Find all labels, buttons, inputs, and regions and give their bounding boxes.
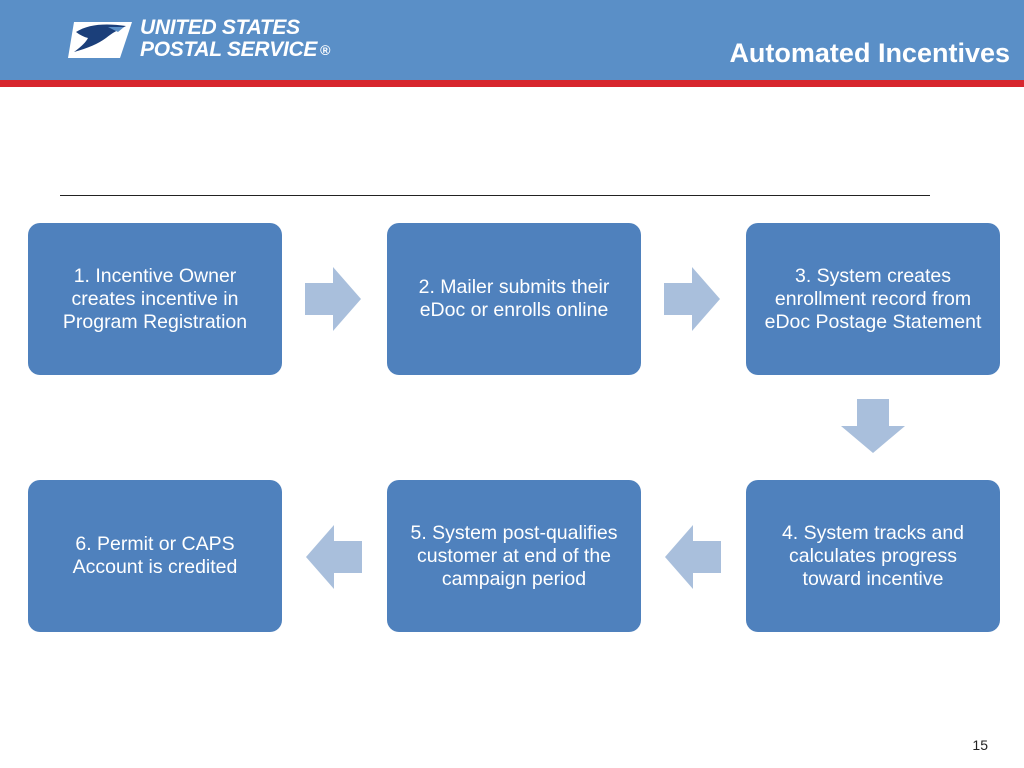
usps-logo: UNITED STATES POSTAL SERVICE® [68,16,330,64]
arrow-right-icon-2 [664,267,720,331]
arrow-left-icon-2 [306,525,362,589]
logo-line-2-text: POSTAL SERVICE [140,38,318,61]
step-box-5: 5. System post-qualifies customer at end… [387,480,641,632]
logo-wordmark: UNITED STATES POSTAL SERVICE® [140,17,330,61]
logo-line-1: UNITED STATES [140,16,300,39]
header-bar [0,0,1024,80]
slide-title: Automated Incentives [729,38,1010,68]
step-box-2: 2. Mailer submits their eDoc or enrolls … [387,223,641,375]
step-box-3: 3. System creates enrollment record from… [746,223,1000,375]
step-4-label: 4. System tracks and calculates progress… [781,521,965,590]
logo-line-2: POSTAL SERVICE® [140,39,330,61]
step-5-label: 5. System post-qualifies customer at end… [410,521,618,590]
step-1-label: 1. Incentive Owner creates incentive in … [62,264,248,333]
arrow-down-icon [841,399,905,453]
step-box-4: 4. System tracks and calculates progress… [746,480,1000,632]
arrow-left-icon-1 [665,525,721,589]
page-number: 15 [972,737,988,753]
step-3-label: 3. System creates enrollment record from… [764,264,982,333]
title-divider-line [60,195,930,196]
arrow-right-icon-1 [305,267,361,331]
registered-mark: ® [320,42,331,58]
step-box-6: 6. Permit or CAPS Account is credited [28,480,282,632]
eagle-icon [68,22,132,58]
header-red-stripe [0,80,1024,87]
step-2-label: 2. Mailer submits their eDoc or enrolls … [418,276,610,321]
step-6-label: 6. Permit or CAPS Account is credited [72,533,238,578]
step-box-1: 1. Incentive Owner creates incentive in … [28,223,282,375]
